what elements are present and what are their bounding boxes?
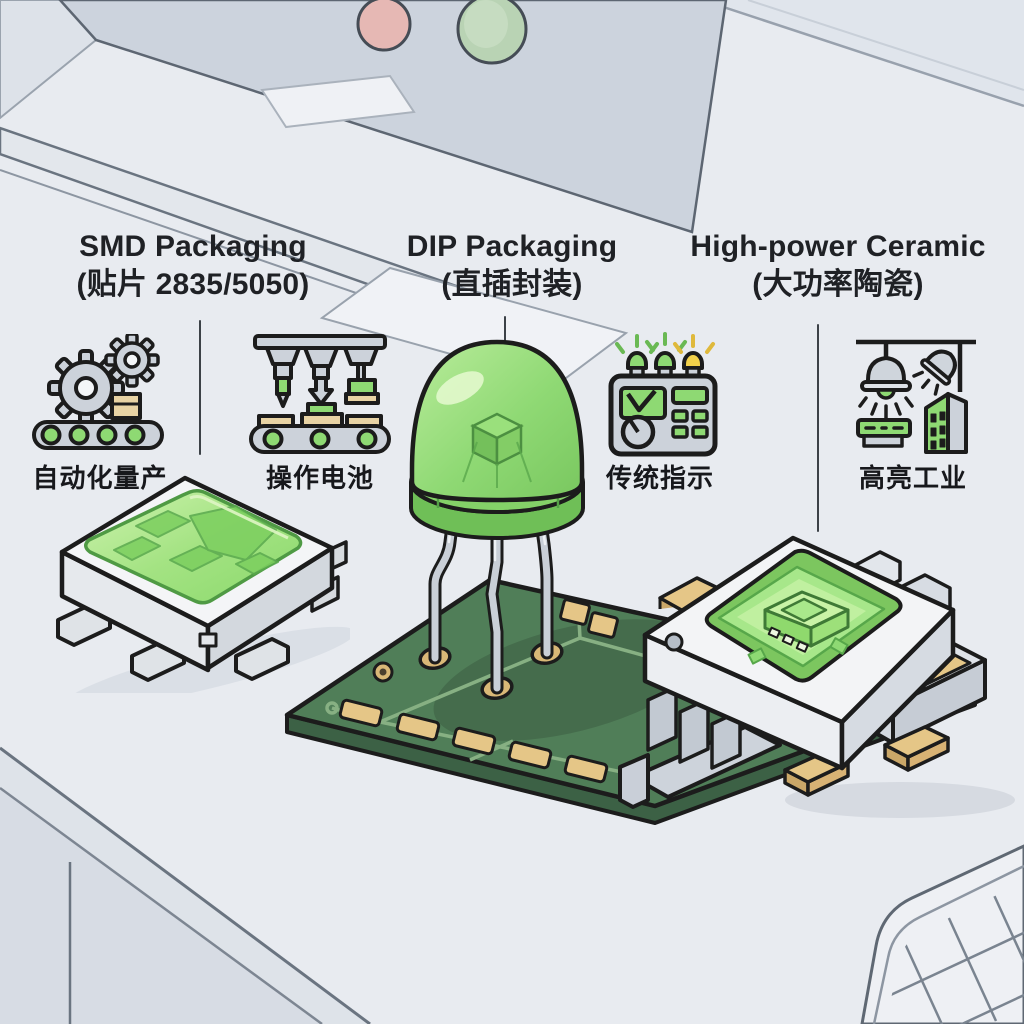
desk-edge <box>0 746 371 1024</box>
dip-title-zh: (直插封装) <box>441 268 583 301</box>
column-title-ceramic: High-power Ceramic (大功率陶瓷) <box>690 228 985 304</box>
background-machine <box>0 0 728 234</box>
pick-and-place-machine-icon <box>249 334 391 454</box>
ceramic-title-en: High-power Ceramic <box>690 230 986 263</box>
dip-title-en: DIP Packaging <box>406 230 618 263</box>
column-title-smd: SMD Packaging (贴片 2835/5050) <box>77 228 310 304</box>
indicator-control-panel-icon <box>608 332 718 457</box>
divider-line-1 <box>199 320 201 455</box>
smd-title-en: SMD Packaging <box>79 230 307 263</box>
feature-label-industrial: 高亮工业 <box>858 463 968 493</box>
divider-line-3 <box>817 324 819 532</box>
machine-pink-button <box>356 0 412 52</box>
laptop-corner <box>860 844 1024 1024</box>
smd-title-zh: (贴片 2835/5050) <box>76 268 310 301</box>
smd-led-package-illustration <box>56 475 350 693</box>
automation-gears-conveyor-icon <box>32 334 164 450</box>
feature-label-traditional: 传统指示 <box>605 463 715 493</box>
led-dome <box>409 339 585 503</box>
feature-label-operation: 操作电池 <box>265 463 375 493</box>
ceramic-title-zh: (大功率陶瓷) <box>752 268 924 301</box>
feature-label-automation: 自动化量产 <box>32 463 168 493</box>
background-sheet <box>260 74 416 129</box>
divider-line-2 <box>504 316 506 346</box>
industrial-lighting-icon <box>856 339 976 454</box>
high-power-ceramic-package-illustration <box>618 535 1015 818</box>
column-title-dip: DIP Packaging (直插封装) <box>407 228 617 304</box>
